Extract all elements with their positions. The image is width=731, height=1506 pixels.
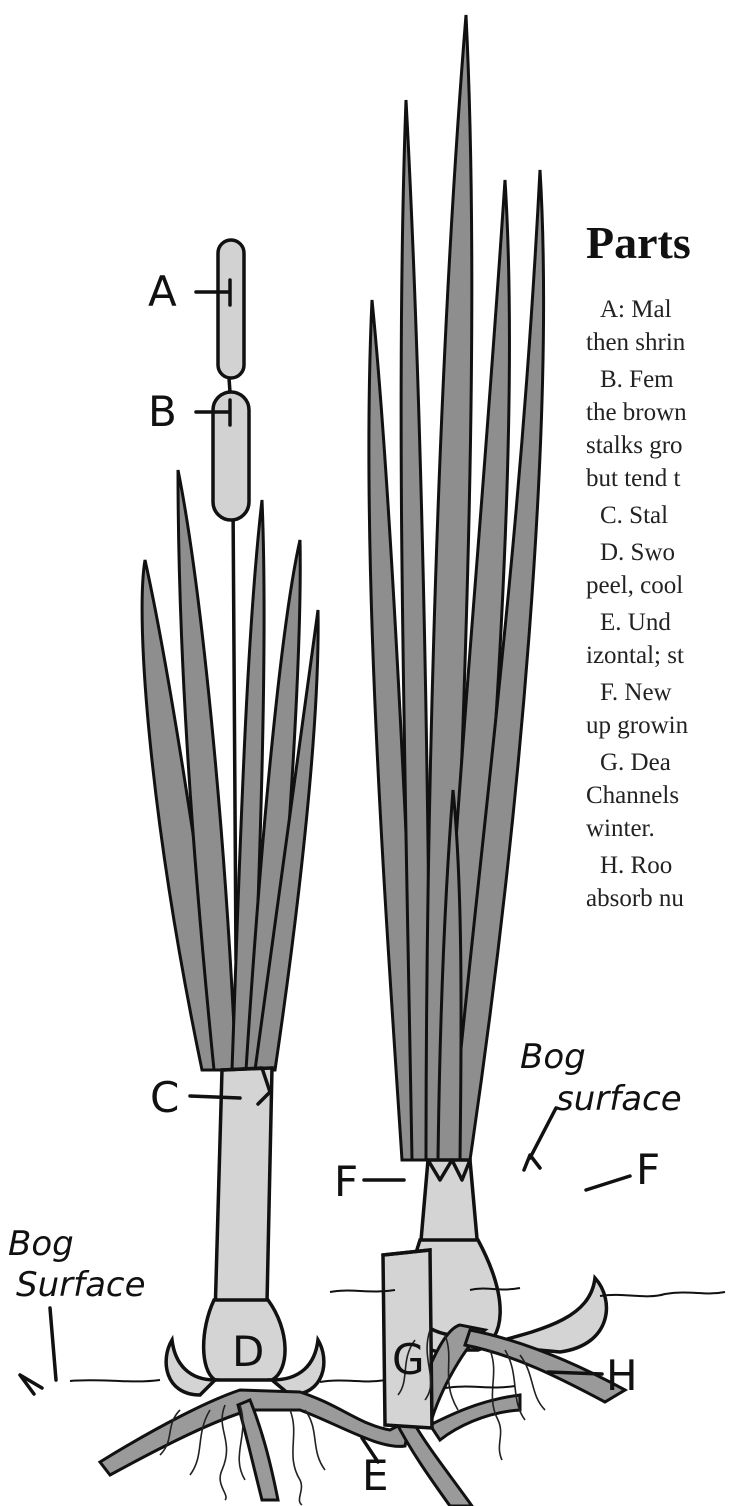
leader-f-right xyxy=(586,1176,630,1190)
rhizome xyxy=(238,1400,278,1500)
right-plant xyxy=(369,15,607,1352)
bog-label-right-line2: surface xyxy=(556,1079,682,1119)
label-g: G xyxy=(392,1335,425,1384)
leader-bog-left xyxy=(50,1308,56,1380)
description-h: H. Roo absorb nu xyxy=(586,849,731,915)
parts-description: A: Mal then shrin B. Fem the brown stalk… xyxy=(586,293,731,919)
leader-bog-right xyxy=(530,1108,556,1158)
description-e: E. Und izontal; st xyxy=(586,606,731,672)
male-spike xyxy=(218,240,244,378)
description-d: D. Swo peel, cool xyxy=(586,536,731,602)
arrow xyxy=(524,1155,540,1170)
label-d: D xyxy=(232,1327,264,1376)
arrow xyxy=(20,1375,42,1394)
bog-label-right-line1: Bog xyxy=(520,1037,586,1077)
description-b: B. Fem the brown stalks gro but tend t xyxy=(586,363,731,495)
bog-label-left-line2: Surface xyxy=(16,1265,146,1305)
bog-label-left-line1: Bog xyxy=(8,1224,74,1264)
label-f-left: F xyxy=(334,1157,358,1206)
stalk xyxy=(420,1160,478,1252)
leader-h xyxy=(548,1372,602,1374)
label-a: A xyxy=(148,267,177,316)
flower-stalk xyxy=(233,500,236,960)
description-a: A: Mal then shrin xyxy=(586,293,731,359)
rhizome xyxy=(430,1395,520,1440)
description-g: G. Dea Channels winter. xyxy=(586,746,731,845)
label-h: H xyxy=(606,1351,638,1400)
parts-heading: Parts xyxy=(586,216,691,269)
description-f: F. New up growin xyxy=(586,676,731,742)
description-c: C. Stal xyxy=(586,499,731,532)
label-b: B xyxy=(148,387,177,436)
label-f-right: F xyxy=(636,1145,660,1194)
spike-connector xyxy=(229,378,230,392)
leader-c xyxy=(190,1096,240,1098)
label-c: C xyxy=(150,1073,179,1122)
label-e: E xyxy=(362,1451,389,1500)
